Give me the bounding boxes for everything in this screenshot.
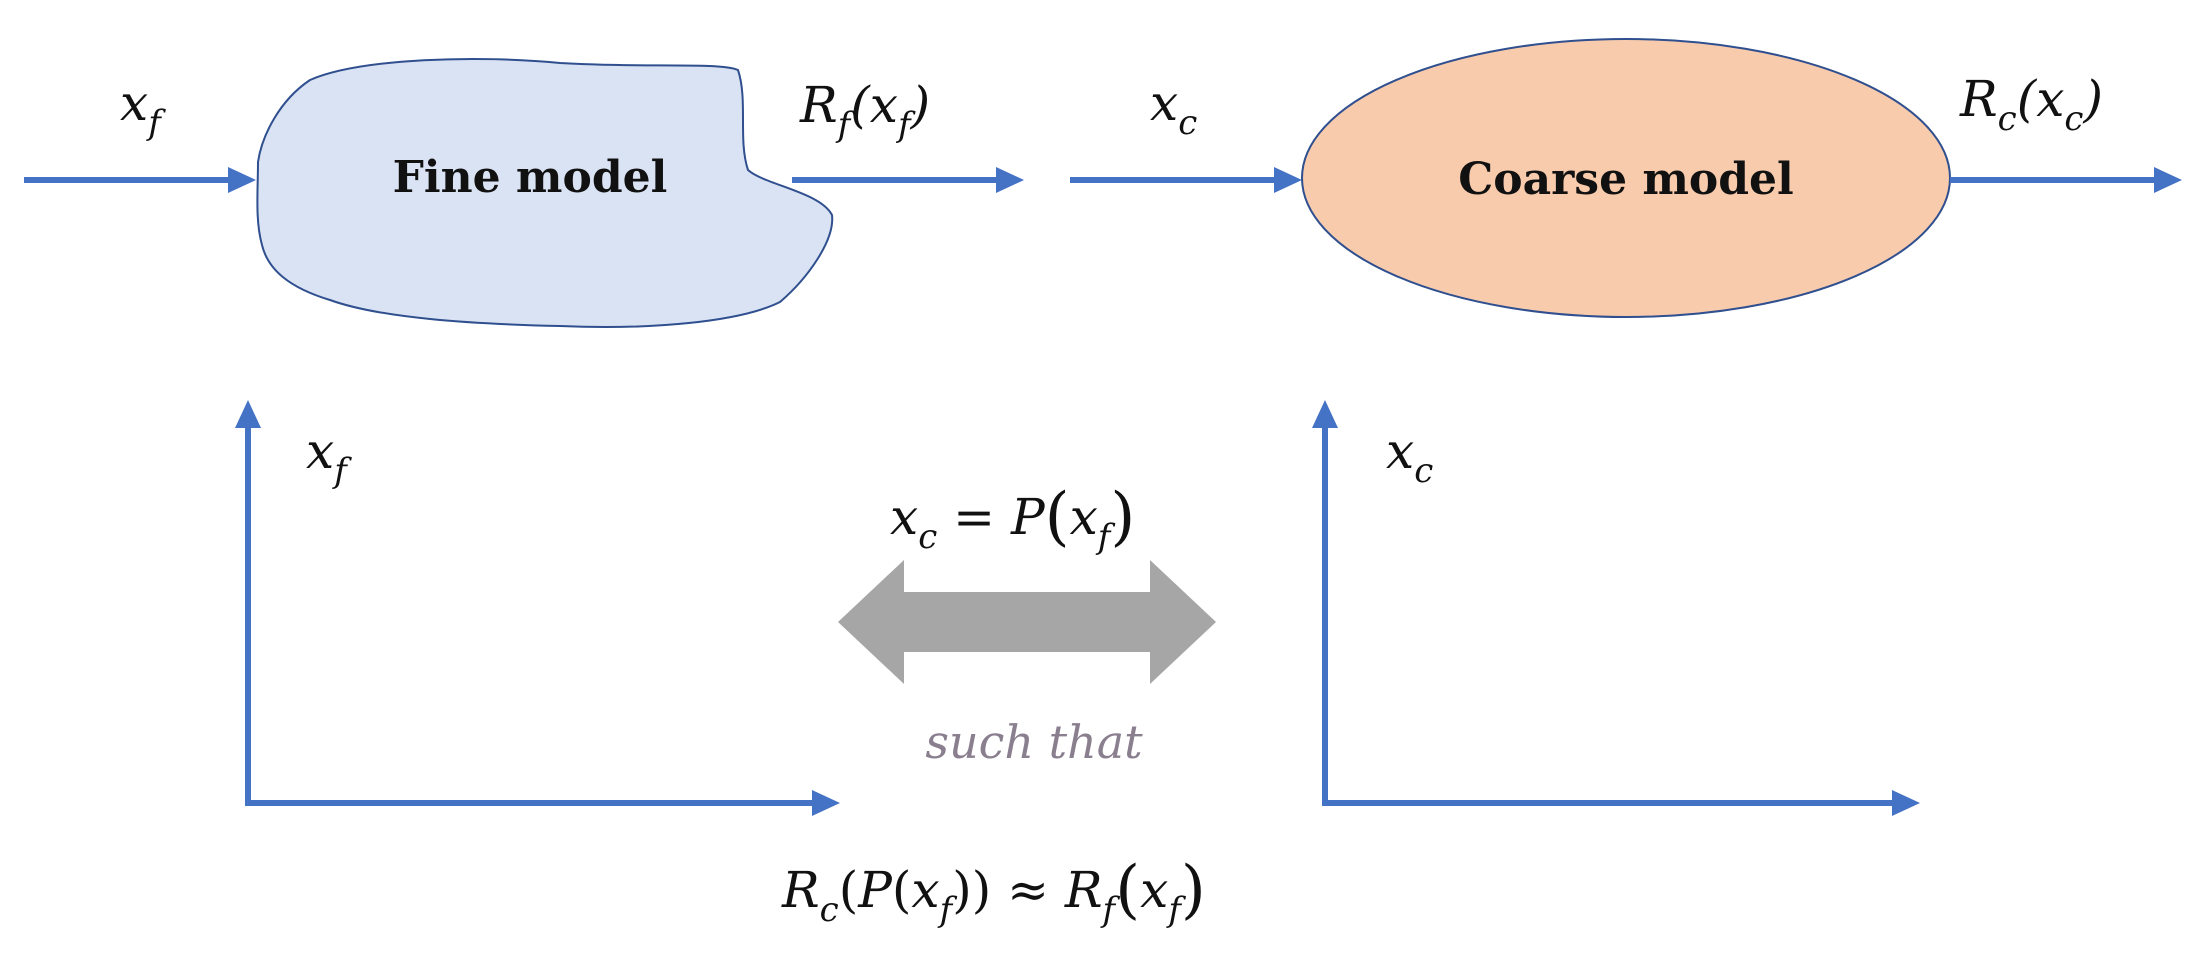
fine-space-horizontal-arrowhead xyxy=(812,790,840,816)
fine-space-axis-label: xf xyxy=(306,422,352,491)
coarse-input-arrowhead xyxy=(1274,167,1302,193)
mapping-equation: xc = P(xf) xyxy=(890,480,1135,557)
coarse-model-label: Coarse model xyxy=(1458,154,1794,205)
fine-output-arrowhead xyxy=(996,167,1024,193)
fine-input-label: xf xyxy=(120,74,166,143)
fine-input-arrowhead xyxy=(228,167,256,193)
fine-output-label: Rf(xf) xyxy=(799,76,930,145)
coarse-space-horizontal-arrowhead xyxy=(1892,790,1920,816)
condition-equation: Rc(P(xf)) ≈ Rf(xf) xyxy=(781,853,1206,930)
coarse-input-label: xc xyxy=(1150,74,1197,143)
fine-space-vertical-arrowhead xyxy=(235,400,261,428)
coarse-output-arrowhead xyxy=(2154,167,2182,193)
fine-model-shape xyxy=(256,57,834,328)
coarse-space-axis-label: xc xyxy=(1386,422,1433,491)
coarse-space-vertical-arrowhead xyxy=(1312,400,1338,428)
fine-model-label: Fine model xyxy=(393,152,668,203)
coarse-output-label: Rc(xc) xyxy=(1959,70,2103,139)
connector-text: such that xyxy=(925,715,1143,769)
double-arrow xyxy=(838,560,1216,684)
